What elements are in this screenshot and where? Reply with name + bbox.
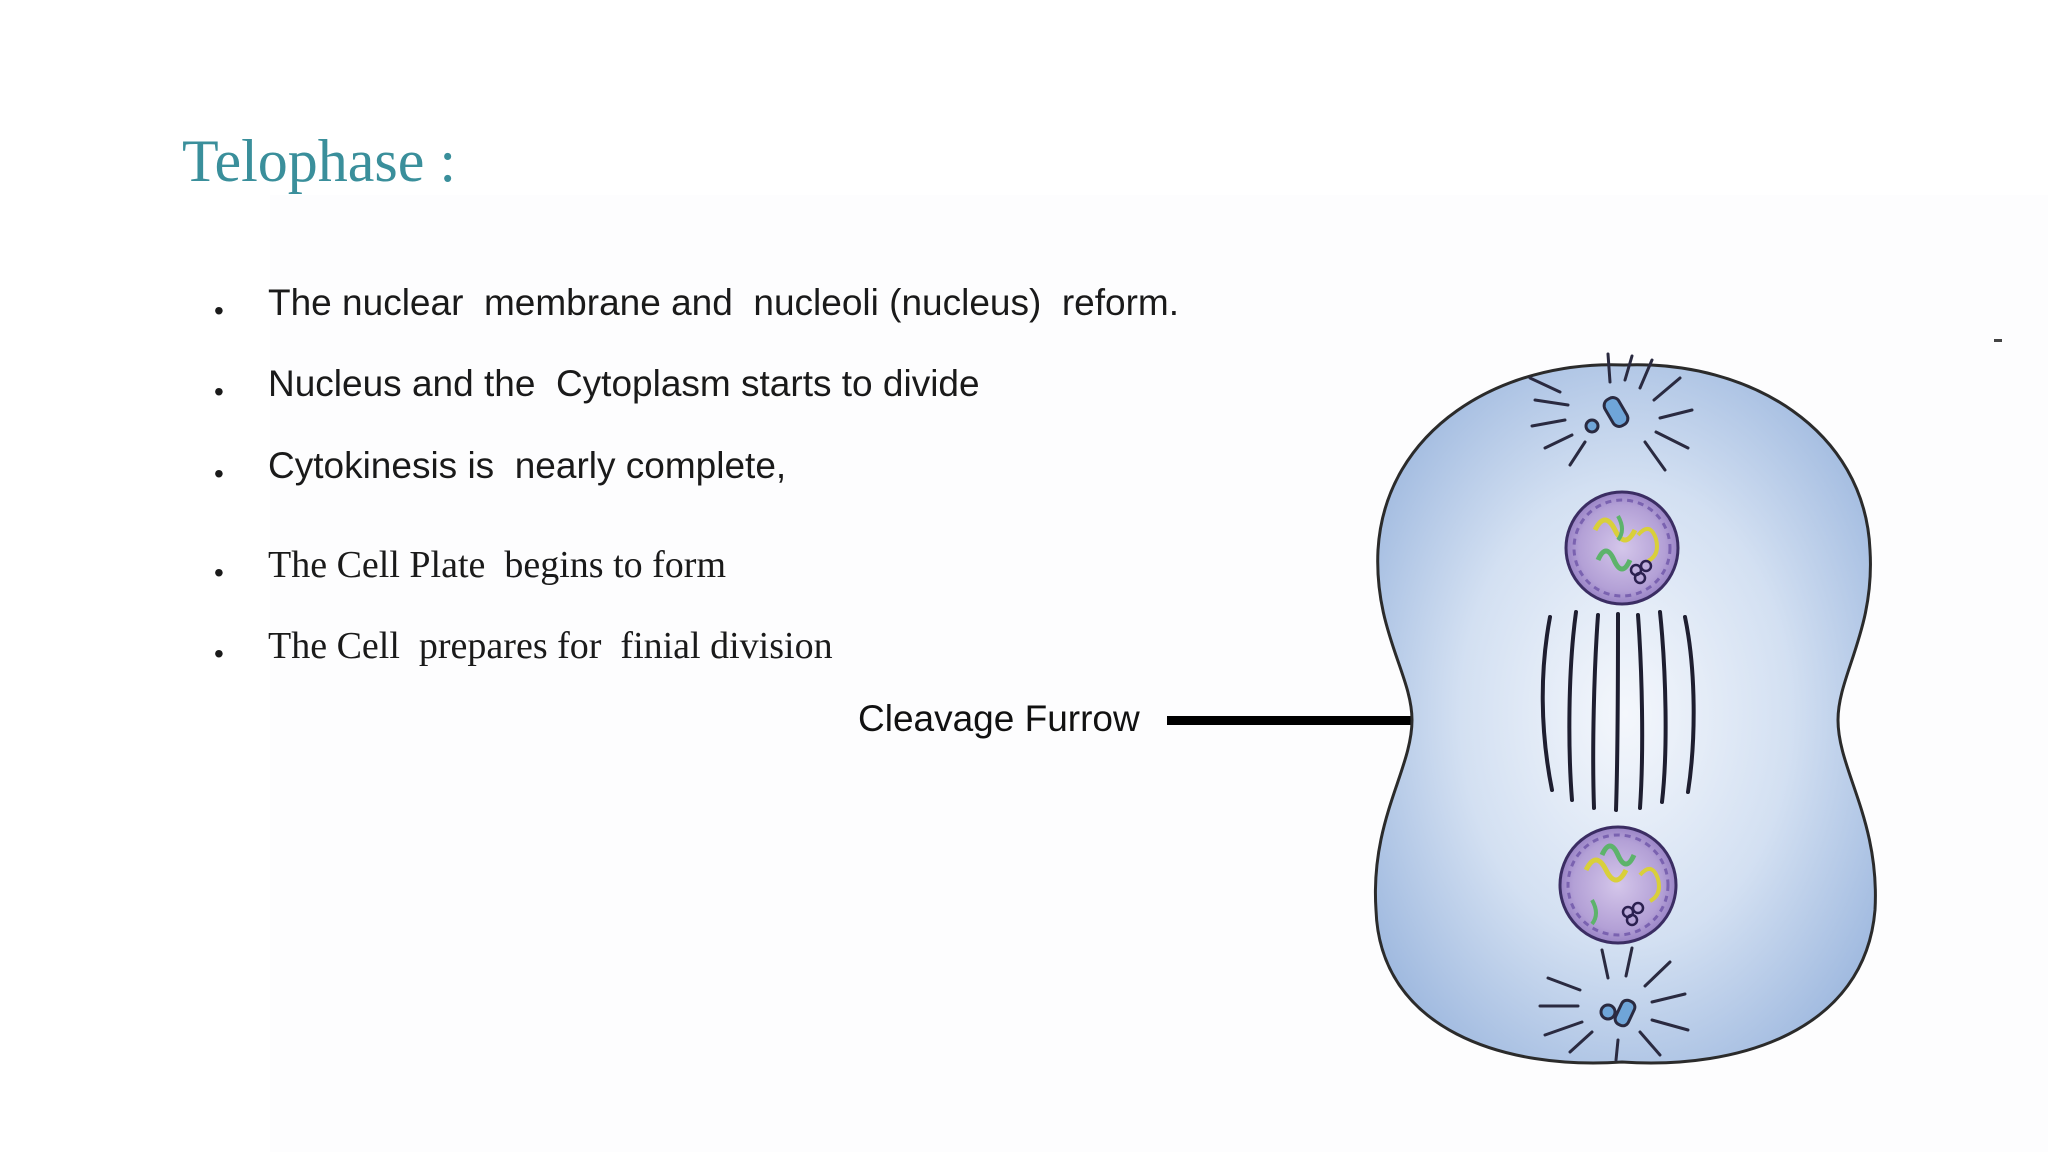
spindle-fibers: [1540, 610, 1696, 812]
top-centrosome: [1528, 352, 1694, 472]
bullet-text: The nuclear membrane and nucleoli (nucle…: [268, 282, 1180, 323]
bullet-item: • The Cell Plate begins to form: [190, 530, 726, 603]
cleavage-furrow-label: Cleavage Furrow: [858, 698, 1140, 739]
bullet-marker: •: [214, 295, 224, 327]
bullet-text: Cytokinesis is nearly complete,: [268, 445, 787, 486]
bullet-text: Nucleus and the Cytoplasm starts to divi…: [268, 363, 980, 404]
bottom-nucleus: [1558, 825, 1678, 945]
bullet-item: • The Cell prepares for finial division: [190, 611, 833, 684]
top-nucleus: [1564, 490, 1680, 606]
bottom-centrosome: [1538, 946, 1690, 1062]
bullet-list: • The nuclear membrane and nucleoli (nucl…: [0, 0, 1300, 700]
telophase-cell-diagram: [1167, 352, 1877, 1065]
bullet-item: • Cytokinesis is nearly complete,: [190, 431, 786, 504]
bullet-item: • The nuclear membrane and nucleoli (nucl…: [190, 268, 1179, 341]
slide-title: Telophase :: [182, 128, 457, 194]
bullet-text: The Cell Plate begins to form: [268, 544, 727, 586]
bullet-marker: •: [214, 557, 224, 589]
bullet-item: • Nucleus and the Cytoplasm starts to div…: [190, 349, 980, 422]
bullet-text: The Cell prepares for finial division: [268, 625, 833, 667]
bullet-marker: •: [214, 638, 224, 670]
divider-mark: [1994, 339, 2002, 342]
bullet-marker: •: [214, 376, 224, 408]
cell-membrane: [1373, 363, 1877, 1065]
bullet-marker: •: [214, 458, 224, 490]
arrow-right-icon: [1167, 705, 1446, 736]
